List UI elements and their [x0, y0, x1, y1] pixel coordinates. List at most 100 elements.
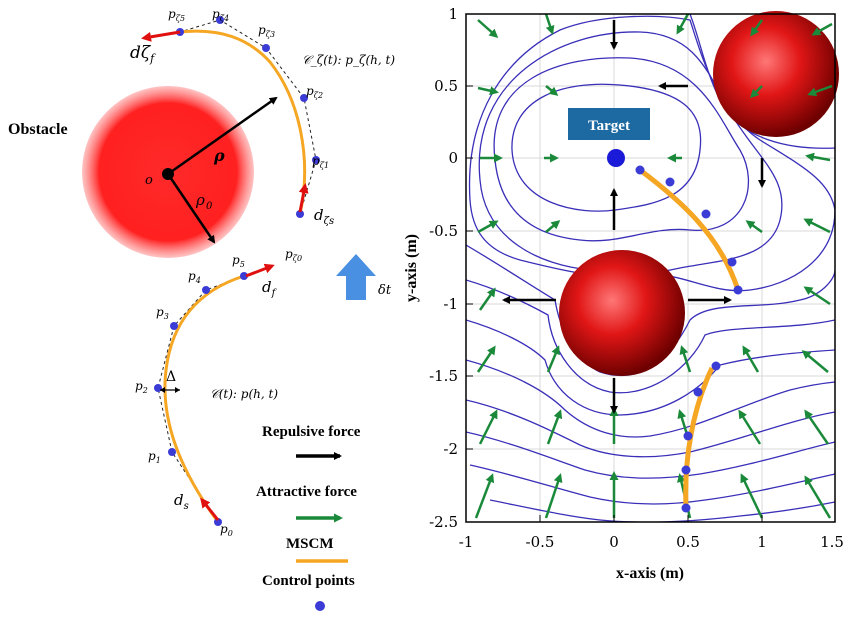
left-schematic: Obstacle o ρ ρ 0 pζ0 pζ1 pζ2 pζ3 pζ4 pζ: [8, 7, 395, 538]
y-tick-label: 0: [448, 149, 458, 167]
rho-vector: [167, 96, 278, 176]
upper-point-label: pζ5: [168, 7, 185, 23]
attractive-arrow: [474, 473, 495, 519]
x-tick-label: 0.5: [676, 533, 700, 551]
control-point: [683, 431, 693, 441]
control-point: [240, 272, 248, 280]
repulsive-force-arrows: [502, 20, 766, 414]
x-tick-label: -1: [459, 533, 474, 551]
x-tick-label: 1.5: [820, 533, 844, 551]
legend-control-points-label: Control points: [262, 573, 355, 589]
attractive-arrow: [477, 86, 499, 96]
lower-end-derivative-arrow: [245, 263, 275, 278]
delta-arrowheads: [160, 387, 180, 393]
contour-line: [493, 57, 750, 242]
attractive-arrow: [544, 473, 563, 519]
attractive-arrow: [546, 409, 563, 445]
center-label: o: [145, 173, 153, 188]
x-tick-label: -0.5: [526, 533, 555, 551]
obstacle-sphere-upper: [713, 11, 839, 137]
control-point: [727, 257, 737, 267]
upper-control-points: [176, 16, 320, 218]
upper-end-derivative-label: dζf: [130, 43, 156, 65]
axis-ticks: [465, 13, 836, 523]
attractive-arrow: [676, 14, 690, 35]
rho0-label: ρ: [195, 191, 205, 209]
lower-curve-label: 𝒞(t): p(h, t): [210, 387, 278, 401]
attractive-force-arrows: [474, 14, 833, 519]
control-point: [711, 361, 721, 371]
attractive-arrow: [738, 409, 762, 445]
attractive-arrow: [740, 473, 764, 519]
control-point: [300, 94, 308, 102]
attractive-arrow: [477, 220, 499, 234]
control-point: [202, 286, 210, 294]
rho-label: ρ: [213, 146, 225, 165]
attractive-arrow: [804, 409, 830, 445]
legend-mscm-label: MSCM: [286, 536, 334, 552]
upper-point-label: pζ3: [258, 23, 275, 39]
attractive-arrow: [476, 345, 496, 373]
control-point: [733, 285, 743, 295]
contour-line: [466, 359, 835, 438]
x-tick-label: 0: [609, 533, 619, 551]
attractive-arrow: [803, 286, 831, 306]
control-point: [681, 503, 691, 513]
upper-end-derivative-arrow: [141, 30, 181, 42]
contour-line: [511, 83, 702, 212]
y-tick-label: 0.5: [434, 77, 458, 95]
upper-control-polygon: [179, 19, 317, 215]
attractive-arrow: [804, 475, 832, 519]
x-axis-label: x-axis (m): [616, 565, 684, 582]
contour-line: [466, 399, 835, 458]
target-label: Target: [588, 118, 630, 134]
attractive-arrow: [546, 345, 560, 373]
delta-label: Δ: [166, 369, 176, 385]
control-point: [168, 448, 176, 456]
attractive-arrow: [807, 84, 833, 97]
y-tick-label: -1: [443, 295, 458, 313]
upper-mscm-curve: [179, 29, 307, 215]
y-tick-label: -2.5: [429, 513, 458, 531]
attractive-arrow: [811, 22, 833, 36]
lower-point-label: p2: [135, 379, 148, 395]
lower-control-points: [154, 272, 248, 526]
attractive-arrow: [545, 85, 559, 96]
attractive-arrow: [477, 19, 499, 38]
trajectory-control-points: [635, 165, 743, 513]
control-point: [262, 44, 270, 52]
delta-t-arrow: [336, 254, 376, 300]
potential-field-plot: Target -1 -0.5 0 0.5 1 1.5 1 0.5 0: [403, 5, 844, 582]
legend-attractive-label: Attractive force: [256, 484, 357, 500]
obstacle-sphere-lower: [559, 250, 685, 376]
control-point: [216, 16, 224, 24]
lower-point-label: p5: [232, 253, 245, 269]
lower-control-polygon: [157, 275, 245, 523]
lower-start-derivative-arrow: [200, 497, 220, 521]
lower-end-derivative-label: df: [262, 278, 278, 299]
attractive-arrow: [745, 220, 763, 234]
target-point: [607, 149, 625, 167]
attractive-arrow: [742, 345, 760, 373]
lower-point-label: p4: [188, 269, 201, 285]
attractive-arrow: [749, 85, 763, 99]
lower-mscm-curve: [163, 274, 245, 523]
legend-repulsive-label: Repulsive force: [262, 424, 361, 440]
attractive-arrow: [801, 350, 829, 373]
lower-point-label: p0: [220, 522, 233, 538]
y-tick-label: -0.5: [429, 222, 458, 240]
rho0-sub: 0: [206, 201, 213, 212]
upper-trajectory: [638, 168, 741, 291]
delta-t-label: δt: [378, 283, 392, 298]
contour-line: [469, 464, 835, 505]
control-point: [681, 465, 691, 475]
legend: Repulsive force Attractive force MSCM Co…: [256, 424, 361, 611]
attractive-arrow: [803, 218, 831, 234]
rho0-vector: [166, 173, 216, 244]
control-point: [170, 322, 178, 330]
control-point: [693, 387, 703, 397]
contour-line: [466, 319, 835, 416]
plot-frame: [465, 13, 836, 523]
lower-start-derivative-label: ds: [174, 491, 189, 512]
